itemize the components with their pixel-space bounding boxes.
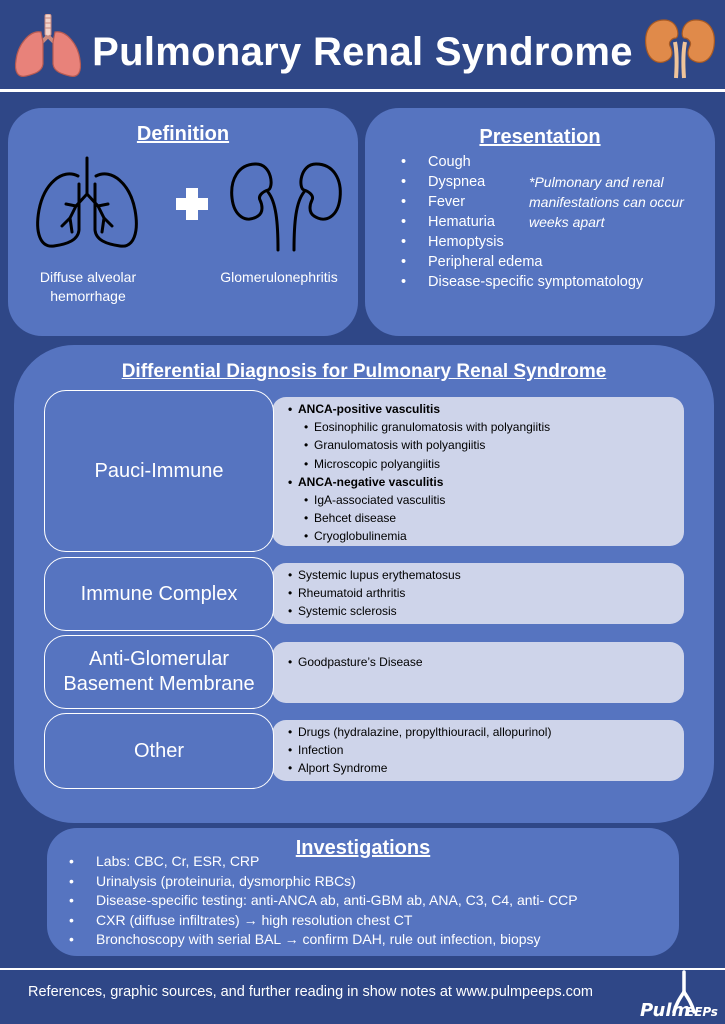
- presentation-list: Cough Dyspnea Fever Hematuria Hemoptysis…: [401, 152, 643, 292]
- list-item: Infection: [288, 741, 674, 759]
- header-divider: [0, 89, 725, 92]
- category-other: Other: [44, 713, 274, 789]
- kidneys-icon: [645, 19, 715, 79]
- pulm-peeps-logo: Pulm EEPs: [640, 970, 718, 1021]
- note-line3: weeks apart: [529, 214, 605, 230]
- list-item: Microscopic polyangiitis: [298, 455, 674, 473]
- list-item: Dyspnea: [401, 172, 643, 192]
- presentation-note: *Pulmonary and renal manifestations can …: [529, 172, 684, 232]
- ddx-heading: Differential Diagnosis for Pulmonary Ren…: [121, 361, 607, 382]
- list-item: Eosinophilic granulomatosis with polyang…: [298, 418, 674, 436]
- definition-panel: Definition Diffuse alveolar hemorrhage G…: [8, 108, 358, 336]
- investigations-list: Labs: CBC, Cr, ESR, CRP Urinalysis (prot…: [69, 852, 578, 950]
- list-item: Disease-specific symptomatology: [401, 272, 643, 292]
- footer-divider: [0, 968, 725, 970]
- category-label-line2: Basement Membrane: [63, 673, 255, 695]
- definition-right-label: Glomerulonephritis: [220, 269, 338, 285]
- category-immune-complex: Immune Complex: [44, 557, 274, 631]
- immune-complex-details: Systemic lupus erythematosus Rheumatoid …: [272, 563, 684, 624]
- list-item: Bronchoscopy with serial BAL → confirm D…: [69, 930, 578, 950]
- definition-left-label: Diffuse alveolar hemorrhage: [18, 268, 158, 306]
- list-item: Disease-specific testing: anti-ANCA ab, …: [69, 891, 578, 911]
- list-item: Goodpasture’s Disease: [288, 653, 674, 671]
- list-item: Fever: [401, 192, 643, 212]
- lungs-icon: [14, 14, 82, 77]
- footer-reference-text[interactable]: References, graphic sources, and further…: [28, 984, 593, 1000]
- investigations-panel: Investigations Labs: CBC, Cr, ESR, CRP U…: [47, 828, 679, 956]
- list-item: Hematuria: [401, 212, 643, 232]
- category-label-line1: Anti-Glomerular: [88, 648, 230, 670]
- category-label: Other: [133, 739, 185, 762]
- list-item: Granulomatosis with polyangiitis: [298, 436, 674, 454]
- list-item: Peripheral edema: [401, 252, 643, 272]
- presentation-panel: Presentation Cough Dyspnea Fever Hematur…: [365, 108, 715, 336]
- list-item: CXR (diffuse infiltrates) → high resolut…: [69, 911, 578, 931]
- list-item: Hemoptysis: [401, 232, 643, 252]
- dah-label-line1: Diffuse alveolar: [39, 269, 137, 285]
- page-title: Pulmonary Renal Syndrome: [92, 30, 633, 74]
- pauci-immune-details: ANCA-positive vasculitis Eosinophilic gr…: [272, 397, 684, 546]
- category-pauci-immune: Pauci-Immune: [44, 390, 274, 552]
- category-label: Immune Complex: [80, 582, 238, 605]
- category-anti-gbm: Anti-Glomerular Basement Membrane: [44, 635, 274, 709]
- list-item: ANCA-negative vasculitis: [288, 473, 674, 491]
- list-item: Systemic lupus erythematosus: [288, 566, 674, 584]
- svg-text:Pulm: Pulm: [640, 1000, 690, 1021]
- list-item: Drugs (hydralazine, propylthiouracil, al…: [288, 723, 674, 741]
- dah-label-line2: hemorrhage: [50, 288, 126, 304]
- list-item: IgA-associated vasculitis: [298, 491, 674, 509]
- category-label: Pauci-Immune: [94, 459, 224, 482]
- list-item: Urinalysis (proteinuria, dysmorphic RBCs…: [69, 872, 578, 892]
- list-item: Systemic sclerosis: [288, 602, 674, 620]
- list-item: Alport Syndrome: [288, 759, 674, 777]
- svg-text:EEPs: EEPs: [686, 1005, 718, 1019]
- anti-gbm-details: Goodpasture’s Disease: [272, 642, 684, 703]
- note-line1: *Pulmonary and renal: [529, 174, 664, 190]
- lungs-outline-icon: [36, 156, 138, 248]
- presentation-heading: Presentation: [479, 126, 601, 148]
- list-item: Behcet disease: [298, 509, 674, 527]
- list-item: Cryoglobulinemia: [298, 527, 674, 545]
- list-item: Cough: [401, 152, 643, 172]
- other-details: Drugs (hydralazine, propylthiouracil, al…: [272, 720, 684, 781]
- list-item: Labs: CBC, Cr, ESR, CRP: [69, 852, 578, 872]
- note-line2: manifestations can occur: [529, 194, 684, 210]
- plus-icon: [176, 188, 208, 220]
- header: Pulmonary Renal Syndrome: [0, 0, 725, 88]
- list-item: Rheumatoid arthritis: [288, 584, 674, 602]
- list-item: ANCA-positive vasculitis: [288, 400, 674, 418]
- definition-heading: Definition: [136, 123, 230, 145]
- kidneys-outline-icon: [230, 162, 342, 252]
